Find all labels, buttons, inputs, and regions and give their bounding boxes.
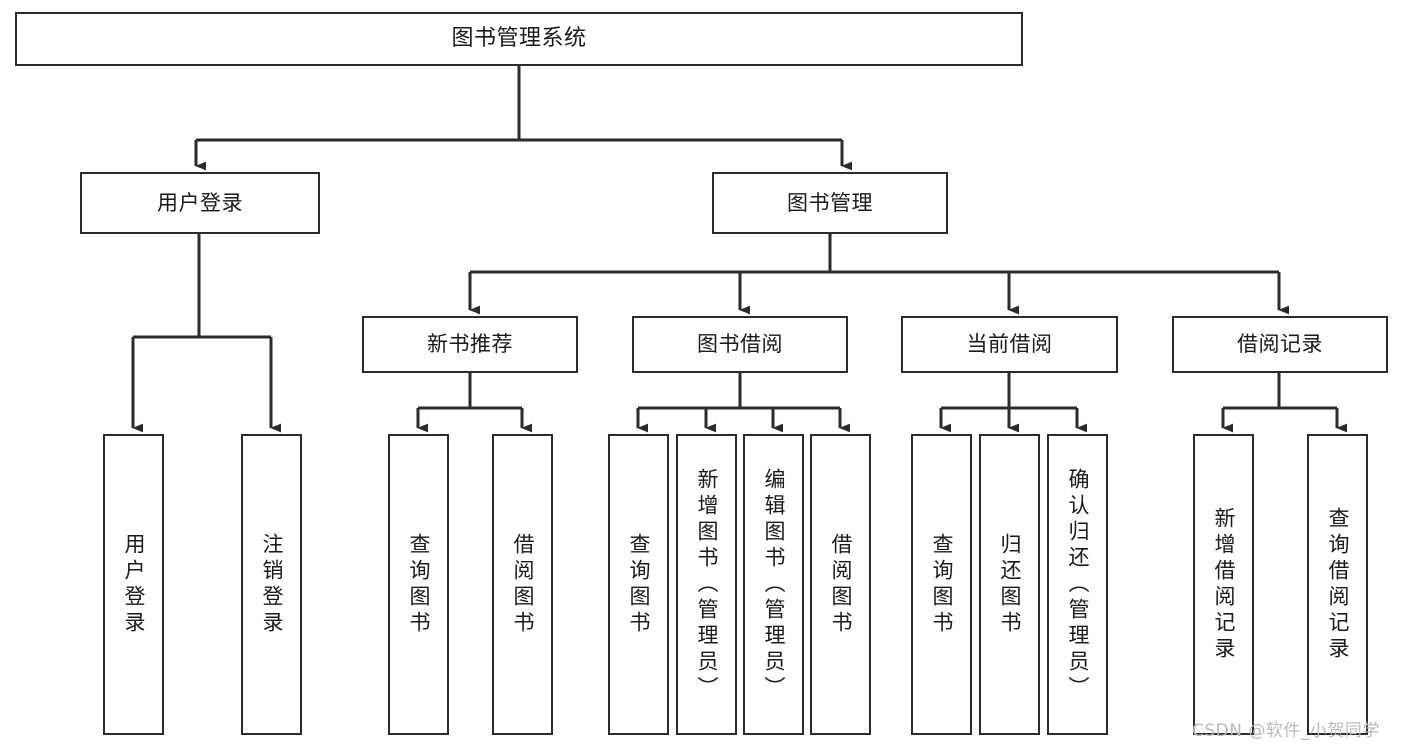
node-borrow-record[interactable]: 借阅记录 [1172, 316, 1388, 373]
node-leaf-borrow-book-1-label: 借阅图书 [511, 532, 535, 637]
node-leaf-query-book-2[interactable]: 查询图书 [608, 434, 669, 735]
node-leaf-borrow-book-1[interactable]: 借阅图书 [492, 434, 553, 735]
node-leaf-confirm-return-label: 确认归还（管理员） [1066, 467, 1090, 702]
node-book-manage[interactable]: 图书管理 [712, 172, 948, 234]
node-borrow-record-label: 借阅记录 [1237, 332, 1323, 357]
node-leaf-query-record[interactable]: 查询借阅记录 [1307, 434, 1368, 735]
node-book-borrow-label: 图书借阅 [697, 332, 783, 357]
node-root-label: 图书管理系统 [451, 26, 587, 52]
node-leaf-query-book-2-label: 查询图书 [627, 532, 651, 637]
node-book-borrow[interactable]: 图书借阅 [632, 316, 848, 373]
node-leaf-borrow-book-2-label: 借阅图书 [829, 532, 853, 637]
node-current-borrow-label: 当前借阅 [966, 332, 1053, 357]
node-leaf-query-book-3-label: 查询图书 [930, 532, 954, 637]
node-leaf-query-book-1-label: 查询图书 [407, 532, 431, 637]
node-leaf-user-login[interactable]: 用户登录 [103, 434, 164, 735]
node-root[interactable]: 图书管理系统 [15, 12, 1023, 66]
node-new-book-recommend-label: 新书推荐 [427, 332, 513, 357]
node-leaf-confirm-return[interactable]: 确认归还（管理员） [1047, 434, 1108, 735]
node-leaf-user-login-label: 用户登录 [122, 532, 146, 637]
node-leaf-return-book-label: 归还图书 [998, 532, 1022, 637]
watermark: CSDN @软件_小贺同学 [1192, 721, 1380, 741]
node-leaf-query-book-3[interactable]: 查询图书 [911, 434, 972, 735]
node-current-borrow[interactable]: 当前借阅 [901, 316, 1118, 373]
node-user-login-label: 用户登录 [157, 190, 243, 215]
node-leaf-query-book-1[interactable]: 查询图书 [388, 434, 449, 735]
node-leaf-add-record-label: 新增借阅记录 [1212, 506, 1236, 663]
node-new-book-recommend[interactable]: 新书推荐 [362, 316, 578, 373]
node-leaf-query-record-label: 查询借阅记录 [1326, 506, 1350, 663]
node-leaf-logout-label: 注销登录 [260, 532, 284, 637]
node-leaf-logout[interactable]: 注销登录 [241, 434, 302, 735]
node-leaf-add-book-label: 新增图书（管理员） [695, 467, 719, 702]
node-leaf-borrow-book-2[interactable]: 借阅图书 [810, 434, 871, 735]
node-leaf-add-record[interactable]: 新增借阅记录 [1193, 434, 1254, 735]
node-leaf-edit-book[interactable]: 编辑图书（管理员） [743, 434, 804, 735]
node-book-manage-label: 图书管理 [787, 190, 873, 215]
node-user-login[interactable]: 用户登录 [80, 172, 320, 234]
node-leaf-edit-book-label: 编辑图书（管理员） [762, 467, 786, 702]
node-leaf-add-book[interactable]: 新增图书（管理员） [676, 434, 737, 735]
node-leaf-return-book[interactable]: 归还图书 [979, 434, 1040, 735]
